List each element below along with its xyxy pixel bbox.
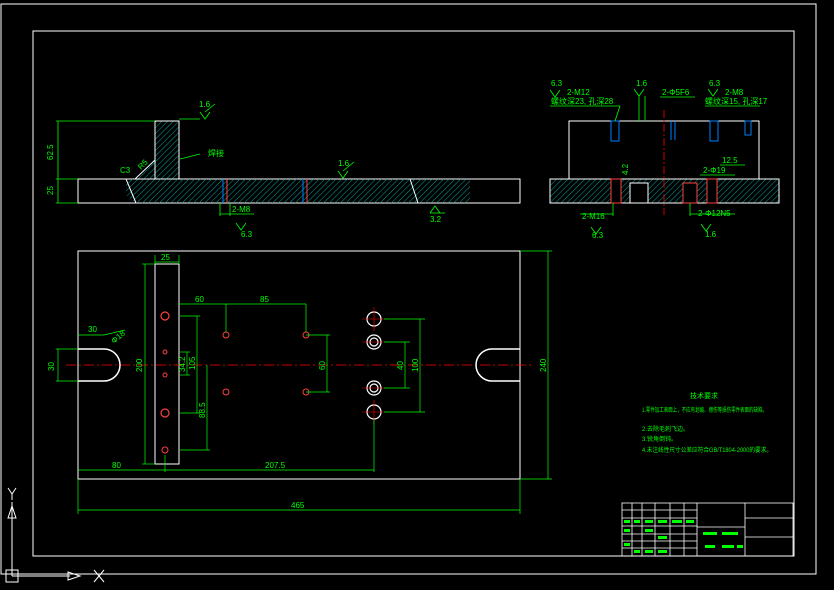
side-vertical-plate (154, 120, 180, 180)
side-rough-top: 1.6 (199, 100, 211, 109)
top-dim-60: 60 (195, 295, 204, 304)
front-rough-a: 6.3 (551, 79, 563, 88)
top-dim-30v: 30 (47, 362, 56, 371)
top-dim-85: 85 (260, 295, 269, 304)
top-dim-105: 105 (188, 356, 197, 370)
viewport-border (0, 3, 817, 575)
top-plate-hole-1 (160, 311, 170, 321)
side-break-line-2 (409, 178, 419, 204)
front-thread-a: 2-M12 (567, 88, 590, 97)
top-left-slot (78, 348, 121, 382)
tech-line-1: 1.零件加工表面上，不应有划痕、擦伤等损伤零件表面的缺陷。 (642, 406, 767, 414)
front-depth-a: 螺纹深23, 孔深28 (551, 96, 614, 106)
top-dim-207-5: 207.5 (265, 461, 286, 470)
top-dim-240: 240 (539, 358, 548, 372)
top-vertical-plate (154, 263, 180, 465)
top-view: 25 60 85 30 Φ18 30 200 34.2 105 88.5 60 … (47, 250, 552, 514)
side-dim-62-5: 62.5 (46, 144, 55, 160)
tech-line-2: 2.去除毛刺飞边。 (642, 425, 689, 433)
front-rough-e: 6.3 (592, 231, 604, 240)
side-base-hatch (126, 179, 470, 203)
front-pin-b: 2-Φ5F6 (662, 88, 690, 97)
front-base-plate (549, 178, 780, 204)
title-block (621, 502, 794, 557)
front-slot-4 (706, 178, 718, 204)
top-dim-25: 25 (161, 253, 170, 262)
top-plate-hole-3 (162, 372, 168, 378)
tech-line-4: 4.未注线性尺寸公差应符合GB/T1804-2000的要求。 (642, 446, 772, 454)
top-plate-hole-4 (160, 408, 170, 418)
top-inner-hole-1 (222, 331, 230, 339)
top-dim-30: 30 (88, 325, 97, 334)
top-dim-40: 40 (396, 361, 405, 370)
side-rough-thread: 6.3 (241, 230, 253, 239)
top-dim-60v: 60 (318, 361, 327, 370)
ucs-axis-icon (5, 487, 105, 583)
front-slot-3 (682, 182, 698, 204)
top-dim-88-5: 88.5 (198, 402, 207, 418)
top-plate-hole-2 (162, 349, 168, 355)
top-right-slot (475, 348, 520, 382)
front-slot-2 (629, 182, 649, 204)
front-dim-4-2: 4.2 (621, 163, 630, 175)
front-slot-1 (610, 178, 622, 204)
front-hole-d: 2-Φ19 (703, 166, 726, 175)
front-hole-c2 (744, 120, 752, 136)
front-view: 6.3 2-M12 螺纹深23, 孔深28 1.6 2-Φ5F6 6.3 2-M… (549, 79, 780, 240)
top-dim-465: 465 (291, 501, 305, 510)
side-chamfer: C3 (120, 166, 131, 175)
front-hole-a (610, 120, 620, 142)
front-dim-12-5: 12.5 (722, 156, 738, 165)
top-dim-200: 200 (135, 358, 144, 372)
front-thread-c: 2-M8 (725, 88, 744, 97)
top-dim-34-2: 34.2 (178, 356, 187, 372)
side-view: 62.5 25 1.6 C3 R5 焊接 1.6 2-M8 6.3 3.2 (46, 100, 521, 239)
side-weld-fillet (133, 158, 156, 180)
title-block-cells (624, 520, 743, 553)
side-break-line (125, 178, 137, 204)
front-hole-f: 2-Φ12N5 (698, 209, 731, 218)
top-plate-hole-5 (161, 446, 169, 454)
side-dim-25: 25 (46, 186, 55, 195)
top-inner-hole-3 (222, 388, 230, 396)
side-rough-mid: 1.6 (338, 159, 350, 168)
front-rough-b: 1.6 (636, 79, 648, 88)
side-rough-bottom: 3.2 (430, 215, 442, 224)
top-dim-100: 100 (411, 358, 420, 372)
side-thread: 2-M8 (232, 205, 251, 214)
front-hole-c (709, 120, 719, 142)
sheet-frame (32, 30, 795, 557)
front-rough-c: 6.3 (709, 79, 721, 88)
front-thread-e: 2-M16 (582, 212, 605, 221)
tech-requirements: 技术要求 1.零件加工表面上，不应有划痕、擦伤等损伤零件表面的缺陷。 2.去除毛… (642, 391, 772, 454)
front-depth-c: 螺纹深15, 孔深17 (705, 96, 768, 106)
front-rough-f: 1.6 (705, 230, 717, 239)
tech-title: 技术要求 (690, 391, 718, 400)
top-dim-80: 80 (112, 461, 121, 470)
side-weld-label: 焊接 (208, 148, 224, 158)
tech-line-3: 3.锐角倒钝。 (642, 435, 677, 443)
top-dim-r18: Φ18 (110, 328, 128, 345)
